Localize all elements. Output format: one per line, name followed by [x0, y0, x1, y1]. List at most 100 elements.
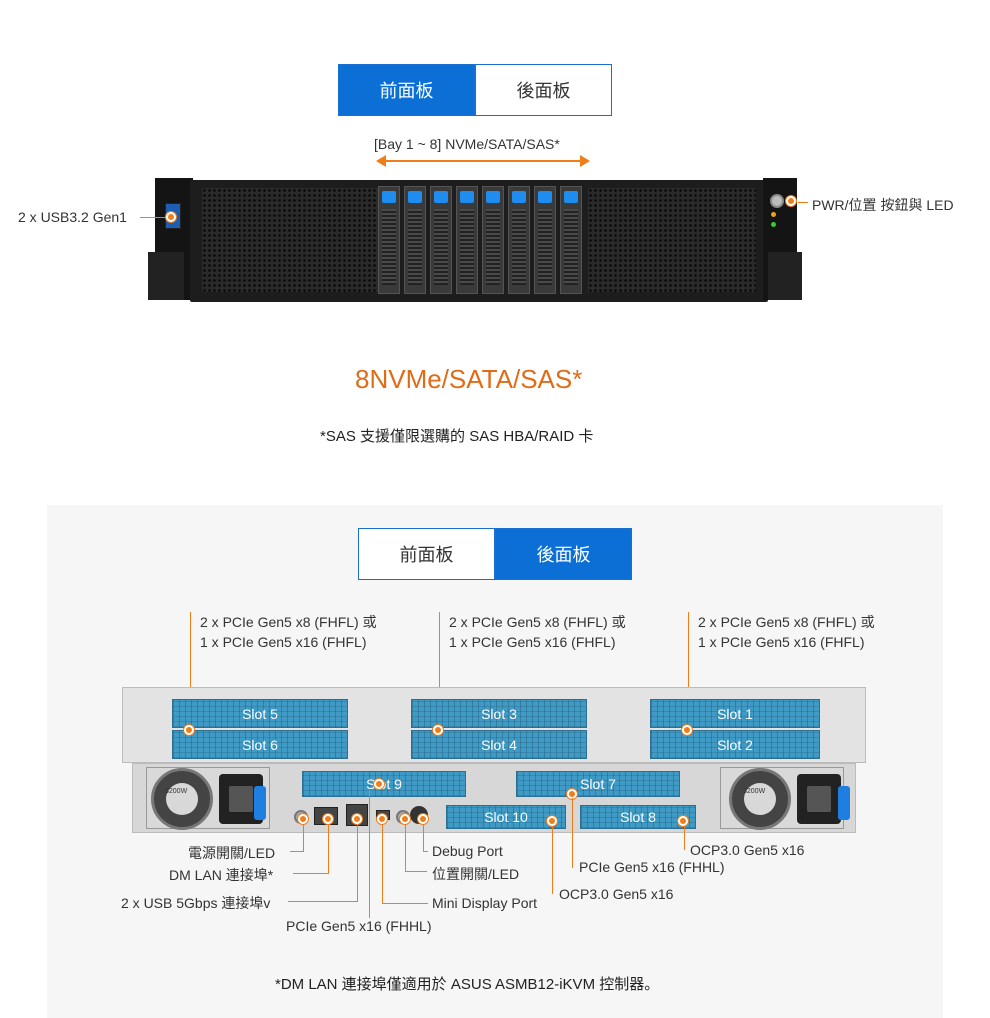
- drive-bay-2[interactable]: [404, 186, 426, 294]
- debug-port-label: Debug Port: [432, 843, 503, 859]
- psu-right: 3200W: [720, 767, 844, 830]
- usb-callout-dot: [166, 212, 176, 222]
- top-callout-right: 2 x PCIe Gen5 x8 (FHFL) 或 1 x PCIe Gen5 …: [698, 612, 875, 652]
- ocp-right-line-v: [684, 826, 685, 850]
- psu-left: 3200W: [146, 767, 270, 830]
- top-callout-right-line2: 1 x PCIe Gen5 x16 (FHFL): [698, 634, 865, 650]
- pwr-callout-dot: [786, 196, 796, 206]
- slot9-dot: [374, 779, 384, 789]
- ocp-left-line-v: [552, 826, 553, 894]
- right-ear-handle: [768, 252, 802, 300]
- slot7-line-v: [572, 798, 573, 868]
- front-panel-section: 前面板 後面板 [Bay 1 ~ 8] NVMe/SATA/SAS* 2 x U…: [0, 0, 990, 470]
- rear-dmlan-note: *DM LAN 連接埠僅適用於 ASUS ASMB12-iKVM 控制器。: [275, 976, 660, 993]
- power-line-v: [303, 824, 304, 852]
- psu-left-fan-icon: [151, 768, 213, 830]
- top-callout-left-line2: 1 x PCIe Gen5 x16 (FHFL): [200, 634, 367, 650]
- drive-bay-5[interactable]: [482, 186, 504, 294]
- minidp-dot: [377, 814, 387, 824]
- dmlan-label: DM LAN 連接埠*: [169, 867, 274, 883]
- slot-10[interactable]: Slot 10: [446, 805, 566, 829]
- dmlan-line-h: [293, 873, 329, 874]
- dmlan-dot: [323, 814, 333, 824]
- tab-rear-panel-rear[interactable]: 後面板: [495, 528, 632, 580]
- slot-8[interactable]: Slot 8: [580, 805, 696, 829]
- minidp-line-v: [382, 824, 383, 904]
- locate-dot: [400, 814, 410, 824]
- slot5-dot: [184, 725, 194, 735]
- minidp-line-h: [382, 903, 428, 904]
- ocp-left-label: OCP3.0 Gen5 x16: [559, 886, 674, 902]
- rear-tab-bar: 前面板 後面板: [358, 528, 632, 580]
- power-button-icon[interactable]: [770, 194, 784, 208]
- minidp-label: Mini Display Port: [432, 895, 538, 911]
- top-callout-center-line: [439, 612, 440, 732]
- top-callout-left-line: [190, 612, 191, 732]
- ocp-right-label: OCP3.0 Gen5 x16: [690, 842, 805, 858]
- locate-led-icon: [771, 222, 776, 227]
- left-ear-handle: [148, 252, 184, 300]
- top-callout-left: 2 x PCIe Gen5 x8 (FHFL) 或 1 x PCIe Gen5 …: [200, 612, 377, 652]
- drive-bay-8[interactable]: [560, 186, 582, 294]
- front-tab-bar: 前面板 後面板: [338, 64, 612, 116]
- drive-bay-4[interactable]: [456, 186, 478, 294]
- debug-line-h: [423, 851, 428, 852]
- top-callout-right-line: [688, 612, 689, 732]
- top-callout-center: 2 x PCIe Gen5 x8 (FHFL) 或 1 x PCIe Gen5 …: [449, 612, 626, 652]
- slot-9[interactable]: Slot 9: [302, 771, 466, 797]
- locate-line-h: [405, 871, 427, 872]
- tab-front-panel-rear[interactable]: 前面板: [358, 528, 495, 580]
- pcie-fhhl-left-label: PCIe Gen5 x16 (FHHL): [286, 918, 432, 934]
- locate-switch-label: 位置開關/LED: [432, 866, 520, 882]
- front-chassis: [190, 180, 768, 302]
- usb-line-v: [357, 824, 358, 902]
- power-line-h: [290, 851, 304, 852]
- slot8-dot: [678, 816, 688, 826]
- slot-4[interactable]: Slot 4: [411, 730, 587, 759]
- top-callout-center-line1: 2 x PCIe Gen5 x8 (FHFL) 或: [449, 614, 626, 630]
- front-sas-note: *SAS 支援僅限選購的 SAS HBA/RAID 卡: [320, 428, 594, 445]
- tab-rear-panel[interactable]: 後面板: [475, 64, 612, 116]
- right-mesh-grille: [588, 188, 756, 292]
- power-switch-label: 電源開關/LED: [188, 845, 276, 861]
- top-callout-right-line1: 2 x PCIe Gen5 x8 (FHFL) 或: [698, 614, 875, 630]
- drive-bay-7[interactable]: [534, 186, 556, 294]
- top-callout-left-line1: 2 x PCIe Gen5 x8 (FHFL) 或: [200, 614, 377, 630]
- pwr-callout-line: [798, 202, 808, 203]
- locate-line-v: [405, 824, 406, 872]
- pcie-fhhl-right-label: PCIe Gen5 x16 (FHHL): [579, 859, 725, 875]
- status-led-icon: [771, 212, 776, 217]
- psu-right-handle[interactable]: [838, 786, 850, 820]
- usb-callout-line: [140, 217, 168, 218]
- bay-label: [Bay 1 ~ 8] NVMe/SATA/SAS*: [374, 136, 560, 152]
- drive-bay-3[interactable]: [430, 186, 452, 294]
- power-switch-dot: [298, 814, 308, 824]
- psu-left-handle[interactable]: [254, 786, 266, 820]
- slot-5[interactable]: Slot 5: [172, 699, 348, 728]
- top-callout-center-line2: 1 x PCIe Gen5 x16 (FHFL): [449, 634, 616, 650]
- slot-7[interactable]: Slot 7: [516, 771, 680, 797]
- slot-1[interactable]: Slot 1: [650, 699, 820, 728]
- slot3-dot: [433, 725, 443, 735]
- slot-6[interactable]: Slot 6: [172, 730, 348, 759]
- slot10-dot: [547, 816, 557, 826]
- usb-label: 2 x USB 5Gbps 連接埠v: [121, 895, 271, 911]
- usb-line-h: [288, 901, 358, 902]
- slot1-dot: [682, 725, 692, 735]
- pwr-callout-label: PWR/位置 按鈕與 LED: [812, 197, 954, 213]
- psu-right-rating: 3200W: [743, 788, 766, 795]
- dmlan-line-v: [328, 824, 329, 874]
- psu-right-fan-icon: [729, 768, 791, 830]
- slot-3[interactable]: Slot 3: [411, 699, 587, 728]
- usb-dot: [352, 814, 362, 824]
- debug-dot: [418, 814, 428, 824]
- front-config-title: 8NVMe/SATA/SAS*: [355, 364, 583, 394]
- usb-callout-label: 2 x USB3.2 Gen1: [18, 209, 127, 225]
- drive-bay-1[interactable]: [378, 186, 400, 294]
- drive-bay-6[interactable]: [508, 186, 530, 294]
- tab-front-panel[interactable]: 前面板: [338, 64, 475, 116]
- left-mesh-grille: [202, 188, 378, 292]
- debug-line-v: [423, 824, 424, 852]
- slot-2[interactable]: Slot 2: [650, 730, 820, 759]
- psu-left-rating: 3200W: [165, 788, 188, 795]
